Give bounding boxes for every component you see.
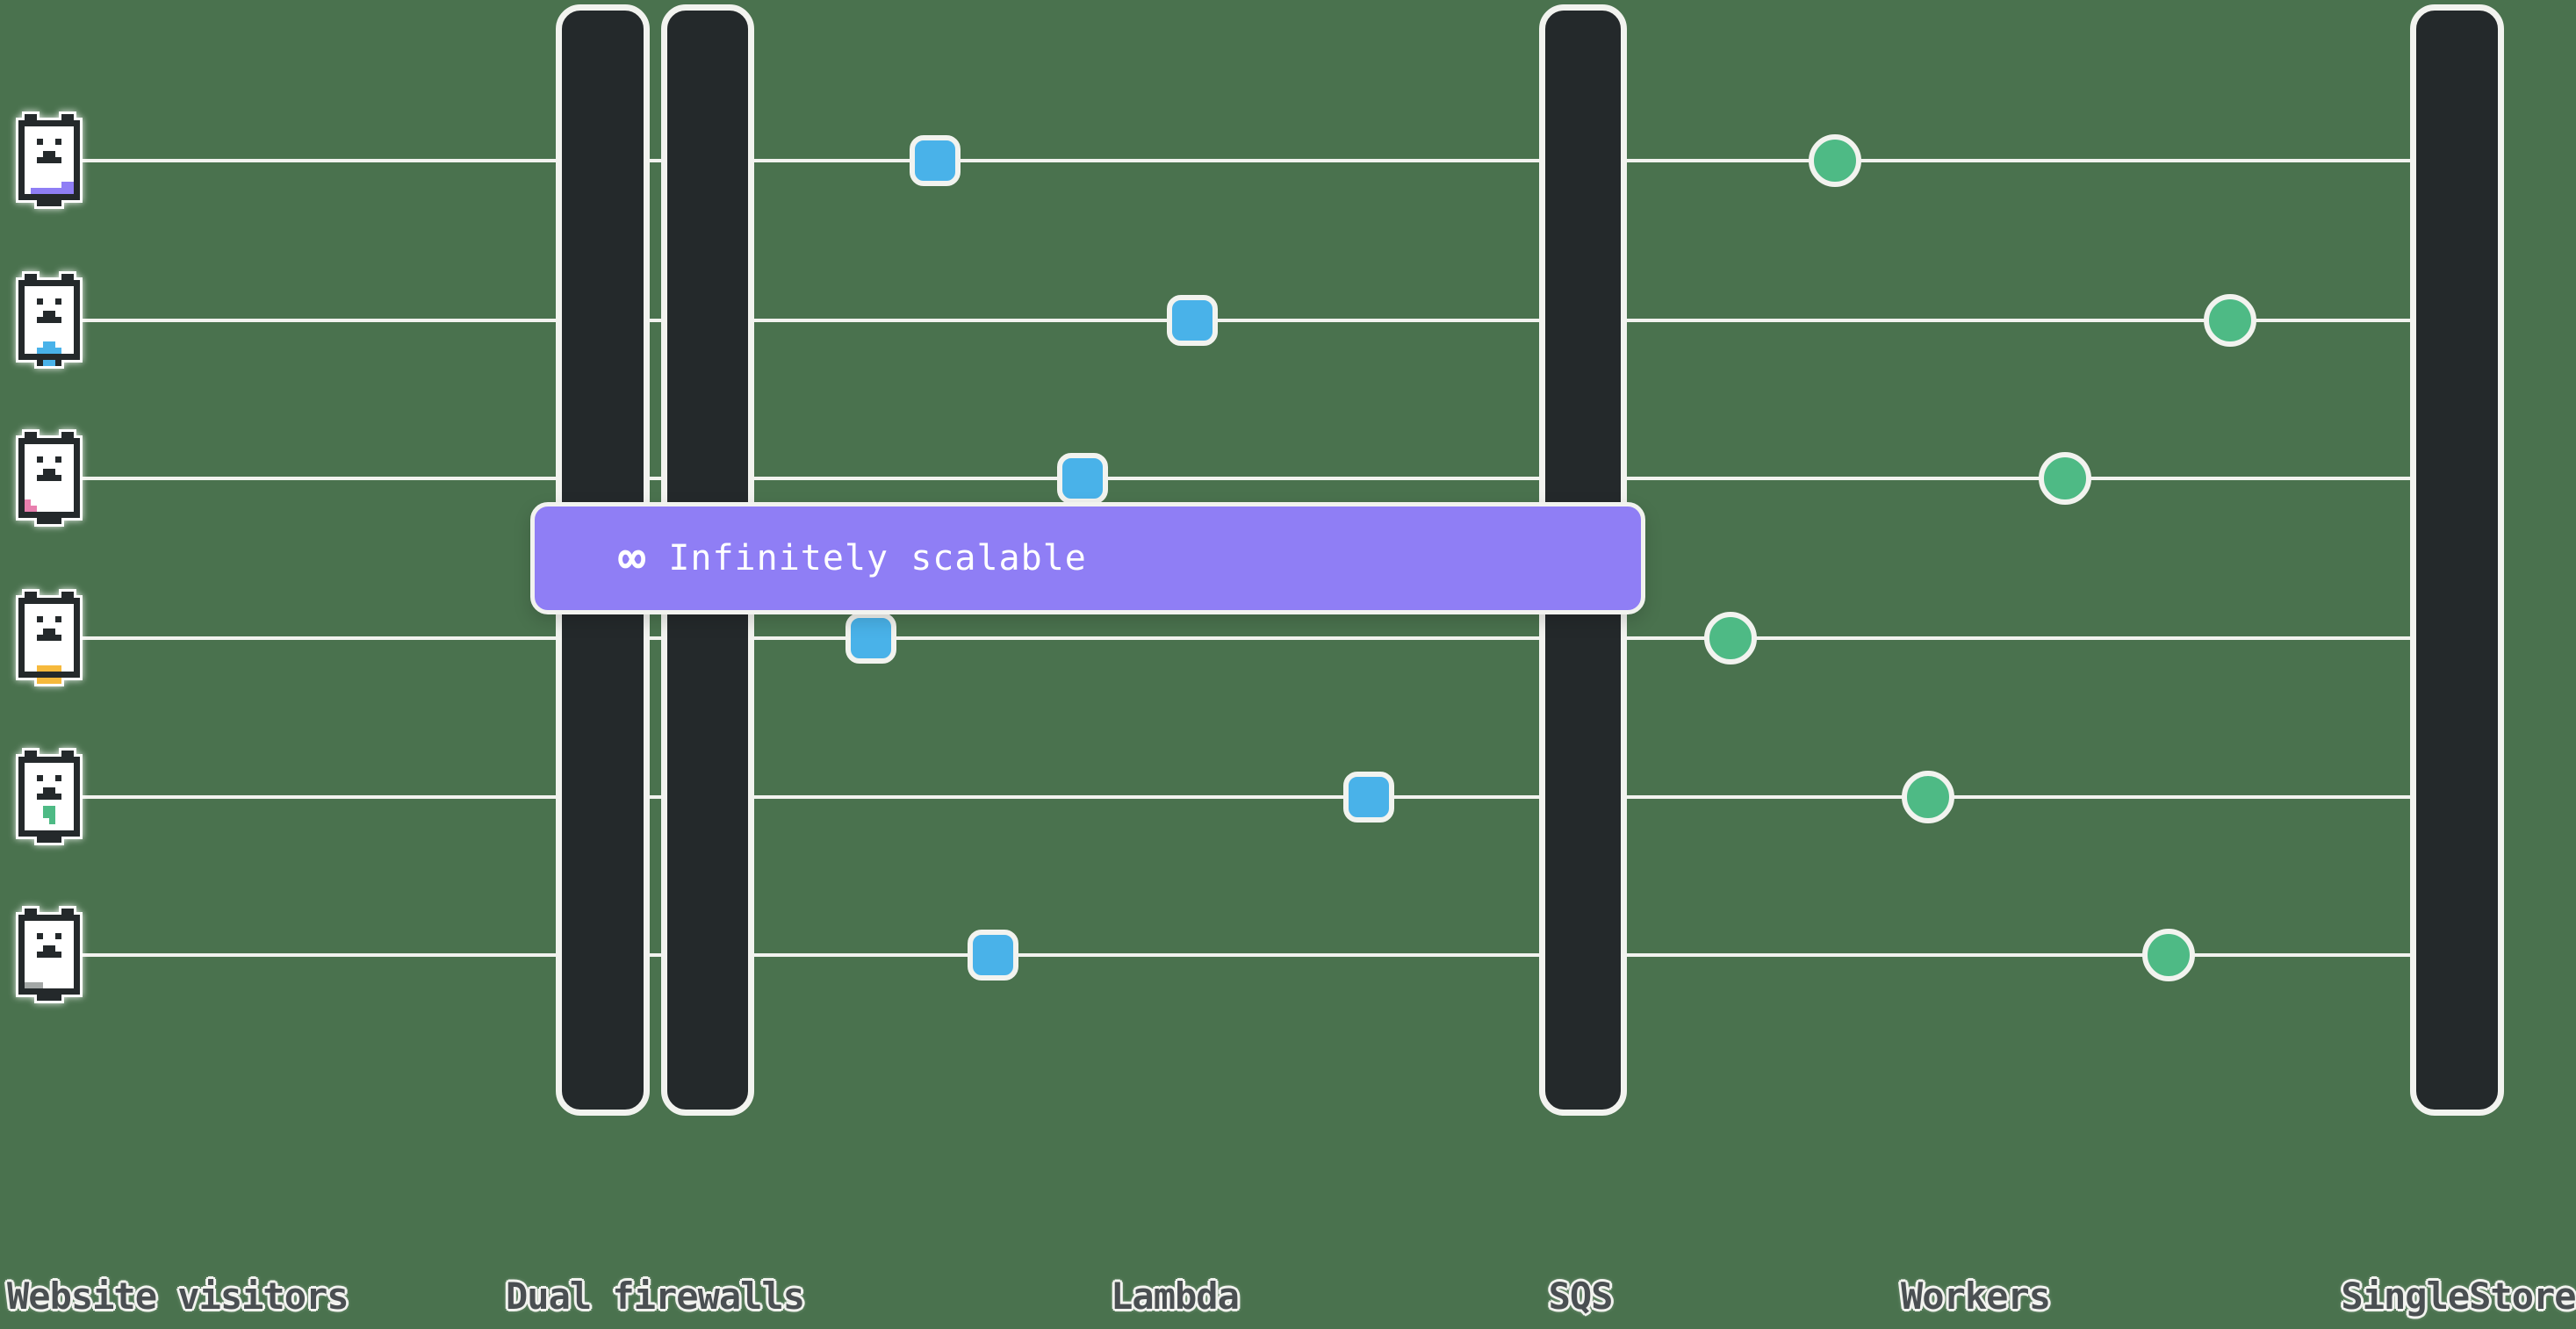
pixel-creature-icon <box>18 592 81 685</box>
job-packet-circle-2 <box>2204 294 2256 347</box>
column-label-lambda: Lambda <box>1111 1275 1240 1318</box>
job-packet-circle-4 <box>1704 612 1757 664</box>
pixel-creature-icon <box>18 432 81 525</box>
visitor-avatar-orange <box>12 592 86 685</box>
infinitely-scalable-banner: ∞ Infinitely scalable <box>530 502 1645 614</box>
singlestore-bar <box>2410 4 2504 1116</box>
flow-line-row-4 <box>46 636 2420 640</box>
job-packet-circle-6 <box>2142 929 2195 981</box>
flow-line-row-3 <box>46 477 2420 480</box>
request-packet-square-5 <box>1343 772 1394 823</box>
request-packet-square-6 <box>968 930 1018 981</box>
infinity-icon: ∞ <box>618 532 646 585</box>
visitor-avatar-blue <box>12 274 86 367</box>
column-label-singlestore: SingleStore <box>2341 1275 2576 1318</box>
flow-line-row-2 <box>46 319 2420 322</box>
column-label-sqs: SQS <box>1548 1275 1614 1318</box>
request-packet-square-2 <box>1167 295 1218 346</box>
request-packet-square-4 <box>845 613 896 664</box>
pixel-creature-icon <box>18 909 81 1002</box>
visitor-avatar-gray <box>12 909 86 1002</box>
job-packet-circle-5 <box>1902 771 1954 823</box>
visitor-avatar-purple <box>12 114 86 207</box>
column-label-website-visitors: Website visitors <box>7 1275 349 1318</box>
banner-label: Infinitely scalable <box>668 538 1087 578</box>
flow-line-row-1 <box>46 159 2420 162</box>
pixel-creature-icon <box>18 114 81 207</box>
visitor-avatar-pink <box>12 432 86 525</box>
visitor-avatar-green <box>12 751 86 844</box>
flow-line-row-5 <box>46 795 2420 799</box>
column-label-workers: Workers <box>1900 1275 2051 1318</box>
job-packet-circle-1 <box>1809 134 1861 187</box>
flow-line-row-6 <box>46 953 2420 957</box>
pixel-creature-icon <box>18 751 81 844</box>
pixel-creature-icon <box>18 274 81 367</box>
column-label-dual-firewalls: Dual firewalls <box>505 1275 805 1318</box>
request-packet-square-3 <box>1057 453 1108 504</box>
request-packet-square-1 <box>910 135 961 186</box>
job-packet-circle-3 <box>2039 452 2091 505</box>
